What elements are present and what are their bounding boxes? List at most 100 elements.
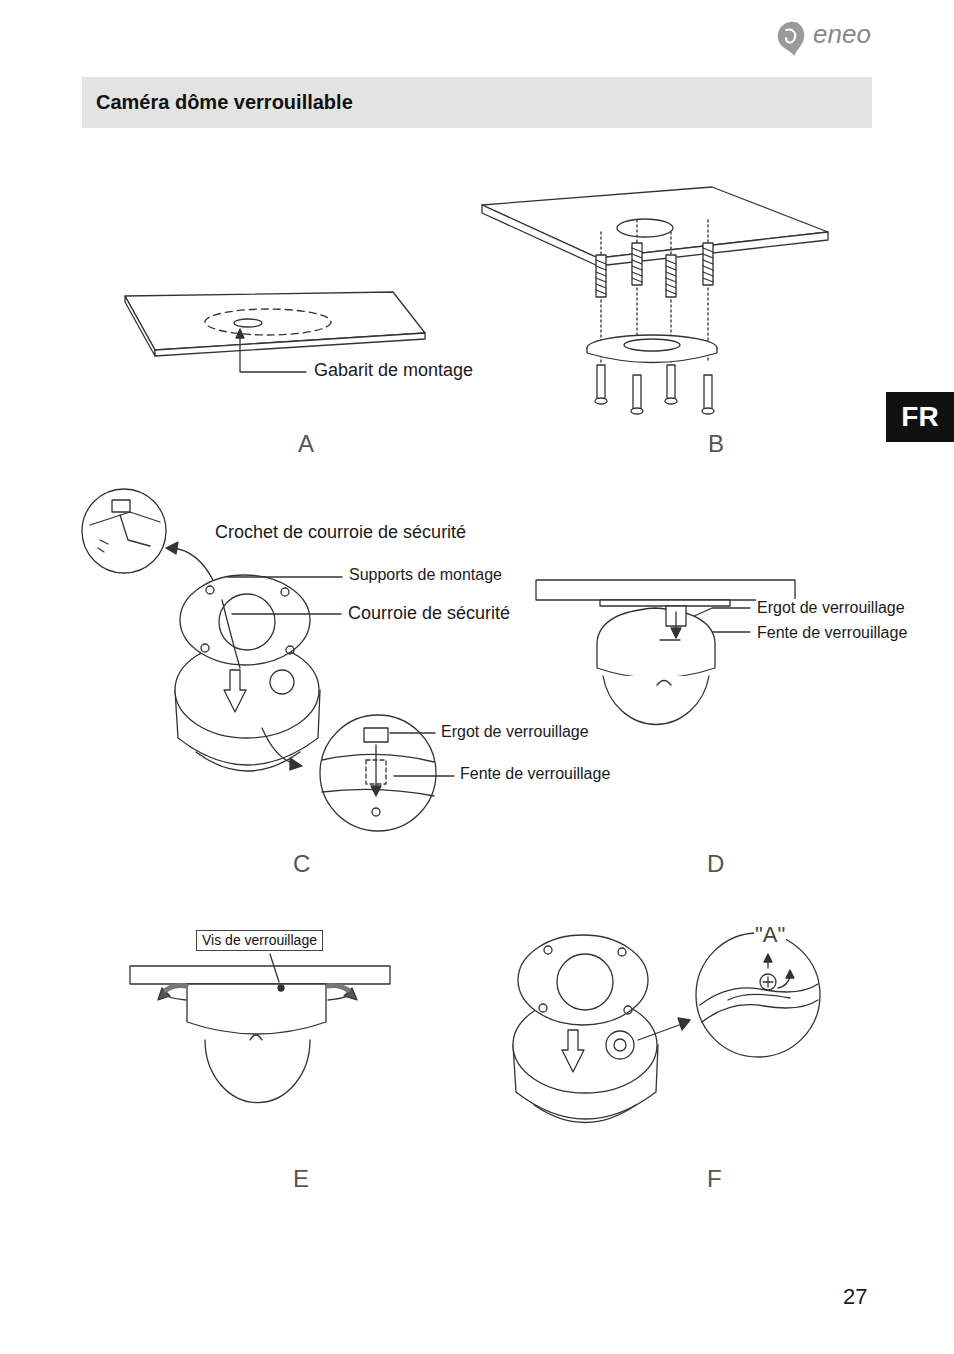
illustration-stroke (596, 290, 606, 294)
illustration-stroke (696, 933, 820, 1057)
camera-lock-view (130, 954, 390, 1103)
illustration-stroke (632, 248, 642, 252)
illustration-stroke (534, 1105, 636, 1123)
illustration-stroke (597, 365, 605, 399)
illustration-stroke (232, 613, 341, 614)
illustration-stroke (205, 309, 331, 335)
illustration-stroke (201, 644, 209, 652)
illustration-stroke (394, 775, 454, 776)
illustration-stroke (322, 754, 434, 762)
illustration-stroke (234, 319, 262, 327)
node-text: FR (901, 400, 938, 434)
brand-logo: eneo (812, 20, 872, 50)
illustration-stroke (222, 600, 240, 668)
illustration-stroke (595, 220, 714, 414)
illustration-stroke (666, 278, 676, 282)
illustration-stroke (172, 548, 214, 582)
illustration-stroke (660, 639, 680, 640)
illustration-stroke (636, 220, 637, 243)
illustration-stroke (606, 1031, 634, 1059)
illustration-stroke (704, 375, 712, 409)
illustration-stroke (587, 348, 717, 363)
illustration-stroke (125, 296, 155, 356)
illustration-stroke (702, 1000, 818, 1022)
illustration-stroke (600, 600, 730, 606)
illustration-stroke (596, 284, 606, 288)
ceiling-anchors (482, 187, 828, 414)
illustration-stroke (130, 966, 390, 984)
figure-letter: E (292, 1165, 310, 1193)
illustration-stroke (707, 220, 708, 243)
illustration-stroke (82, 489, 166, 573)
language-tab: FR (886, 392, 954, 442)
illustration-stroke (703, 248, 713, 252)
node-text: Vis de verrouillage (202, 932, 317, 949)
illustration-stroke (286, 646, 294, 654)
illustration-stroke (671, 628, 681, 638)
illustration-stroke (666, 255, 676, 297)
illustration-stroke (596, 260, 606, 264)
illustration-stroke (544, 946, 552, 954)
part-label: Ergot de verrouillage (440, 723, 590, 741)
illustration-stroke (390, 732, 435, 733)
illustration-stroke (703, 260, 713, 264)
figure-letter: C (292, 850, 311, 878)
part-label: Fente de verrouillage (459, 765, 611, 783)
title-band: Caméra dôme verrouillable (82, 77, 872, 128)
illustration-stroke (482, 205, 598, 266)
illustration-stroke (224, 670, 246, 712)
illustration-stroke (270, 954, 279, 982)
illustration-stroke (364, 728, 388, 742)
illustration-stroke (112, 500, 130, 512)
illustration-stroke (595, 398, 607, 404)
illustration-stroke (702, 408, 714, 414)
part-label: Fente de verrouillage (756, 624, 908, 642)
part-label: Ergot de verrouillage (756, 599, 906, 617)
illustration-stroke (557, 954, 613, 1010)
illustration-stroke (632, 260, 642, 264)
illustration-stroke (728, 994, 790, 1000)
callout-box: Vis de verrouillage (196, 930, 323, 951)
illustration-stroke (631, 408, 643, 414)
illustration-stroke (596, 255, 606, 297)
illustration-stroke (778, 22, 804, 56)
illustration-stroke (614, 1039, 626, 1051)
illustration-stroke (678, 1018, 690, 1030)
illustration-stroke (228, 576, 342, 577)
illustration-stroke (703, 243, 713, 285)
illustration-stroke (600, 232, 601, 255)
part-label: Crochet de courroie de sécurité (214, 522, 467, 543)
illustration-stroke (562, 1030, 584, 1072)
illustration-stroke (328, 986, 348, 991)
illustration-stroke (703, 272, 713, 276)
illustration-stroke (666, 266, 676, 270)
illustration-stroke (180, 575, 310, 665)
illustration-stroke (666, 260, 676, 264)
illustration-stroke (700, 984, 818, 1005)
illustration-stroke (375, 745, 376, 790)
illustration-stroke (690, 608, 750, 618)
figure-letter: A (297, 430, 315, 458)
illustration-stroke (666, 284, 676, 288)
illustration-stroke (597, 608, 715, 678)
illustration-stroke (206, 586, 214, 594)
illustration-stroke (166, 542, 178, 554)
illustration-stroke (617, 219, 673, 237)
detail-letter: "A" (754, 922, 786, 947)
illustration-stroke (703, 254, 713, 258)
illustration-stroke (166, 986, 186, 991)
part-label: Gabarit de montage (313, 360, 474, 381)
illustration-stroke (632, 278, 642, 282)
illustration-stroke (90, 512, 160, 525)
illustration-stroke (667, 365, 675, 399)
illustration-stroke (281, 588, 289, 596)
figure-letter: D (706, 850, 725, 878)
illustration-stroke (624, 339, 680, 351)
page-number: 27 (842, 1284, 868, 1309)
illustration-stroke (763, 977, 773, 987)
illustration-stroke (205, 1040, 310, 1103)
illustration-stroke (633, 375, 641, 409)
